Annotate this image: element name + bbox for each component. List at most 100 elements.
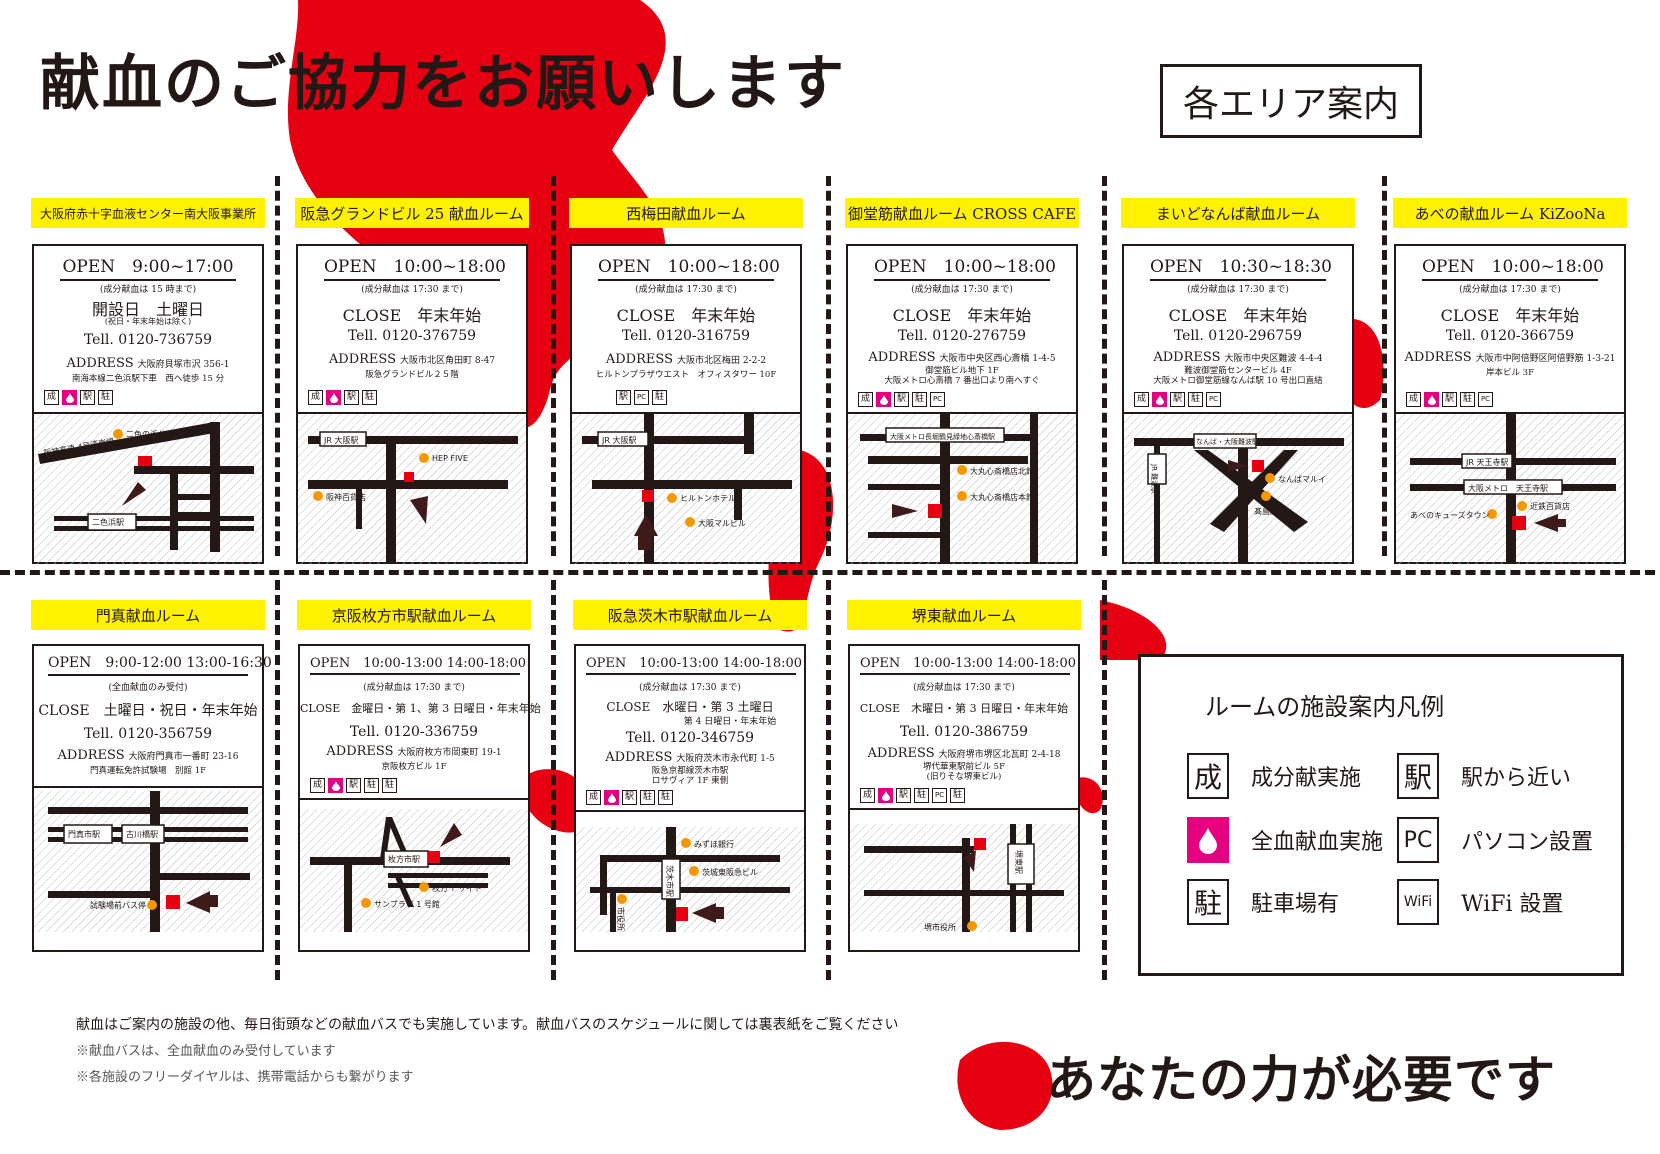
legend-text: 駐車場有 xyxy=(1251,892,1340,917)
direction-arrow-icon xyxy=(964,850,976,872)
facility-icons: 成駅駐 xyxy=(308,390,377,405)
footer-note: 献血はご案内の施設の他、毎日街頭などの献血バスでも実施しています。献血バスのスケ… xyxy=(76,1017,899,1033)
room-name: 御堂筋献血ルーム CROSS CAFE xyxy=(845,198,1079,228)
opening-hours: OPEN 10:00~18:00 xyxy=(324,252,506,281)
room-location-marker xyxy=(642,490,654,502)
divider-vertical xyxy=(1382,176,1387,556)
area-guide-label: 各エリア案内 xyxy=(1160,64,1422,138)
map-graphic: 二色浜駅 二色の浜公園 阪神高速 4号湾岸線 xyxy=(34,414,262,564)
address-note: 南海本線二色浜駅下車 西へ徒歩 15 分 xyxy=(71,374,225,384)
room-panel: OPEN 10:30~18:30 (成分献血は 17:30 まで) CLOSE … xyxy=(1122,244,1354,564)
address-note: ヒルトンプラザウエスト オフィスタワー 10F xyxy=(595,370,777,380)
room-name: 大阪府赤十字血液センター南大阪事業所 xyxy=(31,198,265,228)
near-station-icon: 駅 xyxy=(894,392,909,407)
room-panel: OPEN 10:00-13:00 14:00-18:00 (成分献血は 17:3… xyxy=(298,644,541,952)
room-info: OPEN 10:00-13:00 14:00-18:00 (成分献血は 17:3… xyxy=(850,646,1078,806)
address-note-2: ロサヴィア 1F 東側 xyxy=(651,776,729,786)
access-map: 二色浜駅 二色の浜公園 阪神高速 4号湾岸線 xyxy=(34,412,262,564)
address-text: 大阪市中央区難波 4-4-4 xyxy=(1224,354,1323,364)
map-label-station: 門真市駅 xyxy=(68,829,100,839)
room-name: 阪急茨木市駅献血ルーム xyxy=(573,600,807,630)
address-label: ADDRESS xyxy=(605,352,673,367)
component-donation-icon: 成 xyxy=(858,392,873,407)
access-map: なんば・大阪難波駅 JR 難波駅 なんばマルイ 髙島屋 xyxy=(1124,412,1352,564)
address-note: 難波御堂筋センタービル 4F xyxy=(1184,366,1292,376)
direction-arrow-icon xyxy=(186,891,210,913)
parking-icon: 駐 xyxy=(98,390,113,405)
phone-number: Tell. 0120-296759 xyxy=(1173,328,1303,344)
footer-note-3: ※各施設のフリーダイヤルは、携帯電話からも繋がります xyxy=(76,1070,414,1085)
room-name: まいどなんば献血ルーム xyxy=(1121,198,1355,228)
pc-icon: PC xyxy=(930,392,945,407)
access-map: 茨木市駅 みずほ銀行 茨城東阪急ビル 市役所南通り xyxy=(576,810,804,932)
map-label-jr-station: JR 難波駅 xyxy=(1150,463,1159,494)
address-note: 門真運転免許試験場 別館 1F xyxy=(89,766,206,776)
room-location-marker xyxy=(974,838,986,850)
room-info: OPEN 10:00-13:00 14:00-18:00 (成分献血は 17:3… xyxy=(300,646,541,806)
phone-number: Tell. 0120-336759 xyxy=(349,724,479,740)
component-donation-icon: 成 xyxy=(586,790,601,805)
pc-icon: PC xyxy=(1206,392,1221,407)
map-label-kintetsu: 近鉄百貨店 xyxy=(1530,501,1570,511)
component-donation-icon: 成 xyxy=(1406,392,1421,407)
pc-icon: PC xyxy=(932,788,947,803)
phone-number: Tell. 0120-356759 xyxy=(83,726,213,742)
opening-hours: OPEN 9:00-12:00 13:00-16:30 xyxy=(48,652,272,676)
room-location-marker xyxy=(428,851,440,863)
hours-note: (成分献血は 15 時まで) xyxy=(99,285,197,295)
parking-icon: 駐 xyxy=(914,788,929,803)
parking-icon: 駐 xyxy=(640,790,655,805)
opening-hours: OPEN 10:00~18:00 xyxy=(1422,252,1604,281)
address-text: 大阪市中央区西心斎橋 1-4-5 xyxy=(939,354,1056,364)
closed-days: CLOSE 木曜日・第 3 日曜日・年末年始 xyxy=(859,702,1069,715)
closed-days: CLOSE 年末年始 xyxy=(1168,306,1308,325)
phone-number: Tell. 0120-386759 xyxy=(899,724,1029,740)
hours-note: (成分献血は 17:30 まで) xyxy=(913,683,1015,693)
room-info: OPEN 10:00~18:00 (成分献血は 17:30 まで) CLOSE … xyxy=(848,246,1076,412)
divider-vertical xyxy=(275,176,280,556)
hours-note: (成分献血は 17:30 まで) xyxy=(639,683,741,693)
address-label: ADDRESS xyxy=(868,350,936,365)
opening-hours: OPEN 10:00-13:00 14:00-18:00 xyxy=(586,652,802,675)
room-panel: OPEN 10:00~18:00 (成分献血は 17:30 まで) CLOSE … xyxy=(1394,244,1626,564)
address-label: ADDRESS xyxy=(57,748,125,763)
address-note-2: (旧りそな堺東ビル) xyxy=(926,772,1002,782)
hours-note: (成分献血は 17:30 まで) xyxy=(361,285,463,295)
near-station-icon: 駅 xyxy=(1397,753,1439,799)
address-text: 大阪市北区梅田 2-2-2 xyxy=(676,356,767,366)
room-info: OPEN 10:00~18:00 (成分献血は 17:30 まで) CLOSE … xyxy=(1396,246,1624,412)
closed-days: CLOSE 年末年始 xyxy=(892,306,1032,325)
near-station-icon: 駅 xyxy=(896,788,911,803)
map-label-station: JR 大阪駅 xyxy=(601,435,636,445)
legend-item: WiFi WiFi 設置 xyxy=(1397,879,1564,925)
address-text: 大阪市北区角田町 8-47 xyxy=(400,356,496,366)
near-station-icon: 駅 xyxy=(1170,392,1185,407)
room-location-marker xyxy=(166,895,180,909)
closed-days: 開設日 土曜日 xyxy=(91,300,204,319)
parking-icon: 駐 xyxy=(1188,392,1203,407)
blood-drop-icon xyxy=(1152,392,1167,407)
component-donation-icon: 成 xyxy=(308,390,323,405)
opening-hours: OPEN 10:00-13:00 14:00-18:00 xyxy=(860,652,1076,675)
address-label: ADDRESS xyxy=(66,356,134,371)
access-map: JR 天王寺駅 大阪メトロ 天王寺駅 近鉄百貨店 あべのキューズタウン xyxy=(1396,412,1624,564)
closed-days: CLOSE 年末年始 xyxy=(1440,306,1580,325)
map-label-station: JR 大阪駅 xyxy=(323,435,358,445)
room-name: 西梅田献血ルーム xyxy=(569,198,803,228)
divider-vertical xyxy=(1102,580,1107,980)
parking-icon: 駐 xyxy=(912,392,927,407)
map-label-qs-mall: あべのキューズタウン xyxy=(1410,510,1490,520)
address-text: 大阪府枚方市岡東町 19-1 xyxy=(397,748,502,758)
closed-days-2: 第 4 日曜日・年末年始 xyxy=(683,717,777,727)
map-label-main: 大丸心斎橋店本館 xyxy=(970,492,1034,502)
legend-item: 駐 駐車場有 xyxy=(1187,879,1339,925)
hours-note: (成分献血は 17:30 まで) xyxy=(1187,285,1289,295)
closed-days: CLOSE 水曜日・第 3 土曜日 xyxy=(606,700,774,714)
address-text: 大阪市中阿倍野区阿倍野筋 1-3-21 xyxy=(1475,354,1616,364)
